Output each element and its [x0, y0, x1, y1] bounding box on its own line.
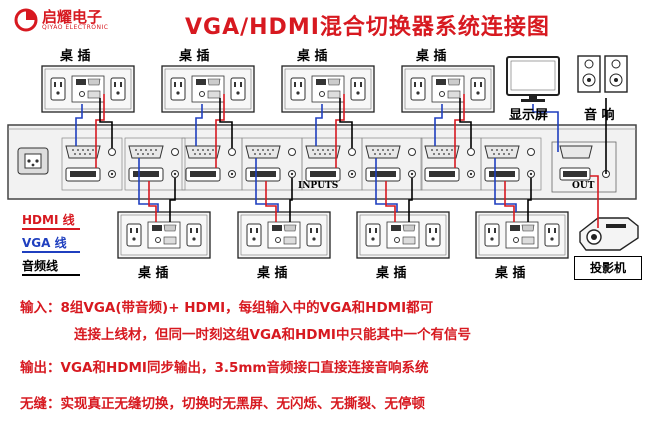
input-port-group-2: [124, 137, 186, 191]
projector-icon: [579, 217, 639, 251]
desk-label-bottom-1: 桌 插: [138, 266, 169, 281]
page-title: VGA/HDMI混合切换器系统连接图: [185, 15, 550, 40]
legend-hdmi: HDMI 线: [22, 213, 75, 227]
desk-label-bottom-2: 桌 插: [257, 266, 288, 281]
cables: [75, 94, 532, 222]
input-port-group-7: [420, 137, 482, 191]
legend-audio-line: [22, 274, 80, 276]
vga-port: [365, 145, 401, 159]
brand-logo: 启耀电子 QIYAO ELECTRONIC: [12, 8, 132, 34]
input-ports: [61, 137, 542, 191]
input-port-group-1: [61, 137, 123, 191]
desk-sockets: [41, 65, 569, 259]
input-port-group-8: [480, 137, 542, 191]
note-output: 输出：VGA和HDMI同步输出，3.5mm音频接口直接连接音响系统: [20, 360, 429, 376]
legend-audio: 音频线: [22, 259, 59, 273]
display-label: 显示屏: [509, 108, 549, 123]
desk-socket-bottom-1: [117, 211, 211, 259]
desk-label-top-4: 桌 插: [416, 49, 447, 64]
vga-port: [245, 145, 281, 159]
desk-socket-bottom-3: [356, 211, 450, 259]
desk-socket-bottom-4: [475, 211, 569, 259]
speaker-label: 音 响: [584, 108, 615, 123]
legend-vga: VGA 线: [22, 236, 67, 250]
vga-port: [424, 145, 460, 159]
vga-port: [305, 145, 341, 159]
desk-label-top-3: 桌 插: [297, 49, 328, 64]
projector-label: 投影机: [574, 256, 642, 280]
vga-port: [65, 145, 101, 159]
vga-port: [484, 145, 520, 159]
display-monitor: [506, 56, 560, 102]
desk-label-top-2: 桌 插: [179, 49, 210, 64]
brand-name-cn: 启耀电子: [42, 8, 103, 26]
out-label: OUT: [572, 181, 595, 191]
desk-socket-top-2: [161, 65, 255, 113]
input-port-group-5: [301, 137, 363, 191]
desk-label-top-1: 桌 插: [60, 49, 91, 64]
input-port-group-4: [241, 137, 303, 191]
desk-socket-bottom-2: [237, 211, 331, 259]
desk-label-bottom-3: 桌 插: [376, 266, 407, 281]
desk-socket-top-4: [401, 65, 495, 113]
inputs-label: INPUTS: [298, 181, 339, 191]
note-input-cont: 连接上线材，但同一时刻这组VGA和HDMI中只能其中一个有信号: [74, 327, 471, 343]
vga-port: [128, 145, 164, 159]
brand-name-en: QIYAO ELECTRONIC: [42, 24, 109, 31]
desk-socket-top-3: [281, 65, 375, 113]
note-seamless: 无缝：实现真正无缝切换，切换时无黑屏、无闪烁、无撕裂、无停顿: [20, 396, 425, 412]
legend-vga-line: [22, 251, 80, 253]
input-port-group-6: [361, 137, 423, 191]
desk-socket-top-1: [41, 65, 135, 113]
note-input: 输入：8组VGA(带音频)+ HDMI，每组输入中的VGA和HDMI都可: [20, 300, 434, 316]
logo-icon: [14, 8, 38, 32]
legend-hdmi-line: [22, 228, 80, 230]
speaker-icon: [577, 55, 628, 93]
desk-label-bottom-4: 桌 插: [495, 266, 526, 281]
output-ports: [551, 141, 617, 193]
vga-port: [185, 145, 221, 159]
